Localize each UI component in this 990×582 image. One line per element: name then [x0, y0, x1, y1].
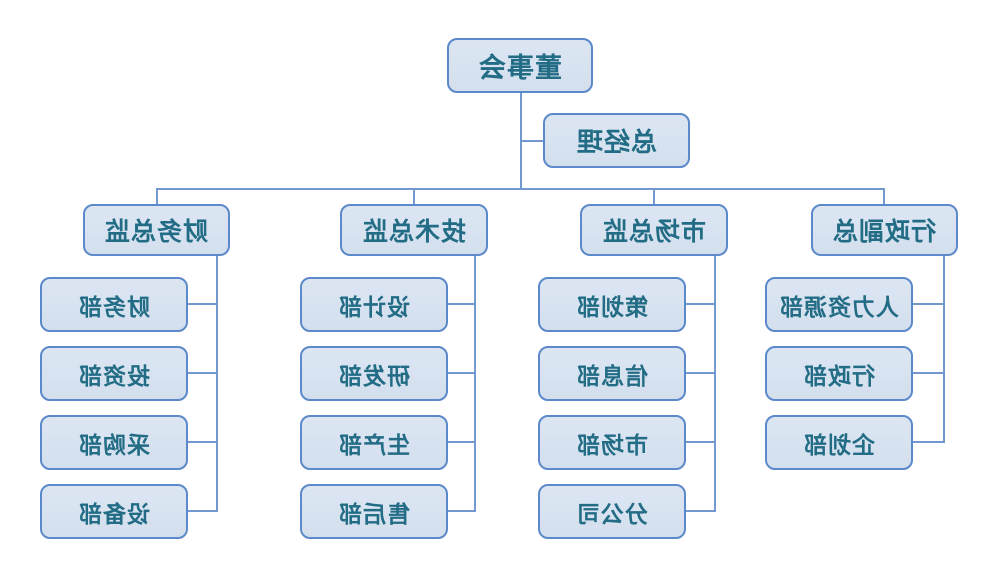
node-label: 设备部 [78, 501, 150, 528]
dept-node[interactable]: 企划部 [765, 415, 913, 470]
connector-column-vertical [714, 256, 716, 512]
node-label: 人力资源部 [779, 294, 899, 321]
node-label: 市场总监 [601, 217, 706, 246]
node-label: 分公司 [576, 501, 648, 528]
connector-dept-stub [448, 372, 474, 374]
dept-node[interactable]: 投资部 [40, 346, 188, 401]
node-general-manager[interactable]: 总经理 [543, 113, 690, 168]
node-label: 研发部 [338, 363, 410, 390]
node-label: 企划部 [803, 432, 875, 459]
node-label: 售后部 [338, 501, 410, 528]
node-finance-director[interactable]: 财务总监 [83, 204, 230, 256]
node-label: 设计部 [338, 294, 410, 321]
dept-node[interactable]: 售后部 [300, 484, 448, 539]
connector-manager-stub [520, 140, 544, 142]
dept-node[interactable]: 研发部 [300, 346, 448, 401]
connector-main-horizontal [156, 188, 885, 190]
dept-node[interactable]: 策划部 [538, 277, 686, 332]
connector-dept-stub [913, 441, 943, 443]
node-label: 市场部 [576, 432, 648, 459]
node-label: 财务总监 [104, 217, 209, 246]
dept-node[interactable]: 信息部 [538, 346, 686, 401]
dept-node[interactable]: 财务部 [40, 277, 188, 332]
connector-column-vertical [216, 256, 218, 512]
node-label: 行政副总 [832, 217, 937, 246]
connector-dept-stub [913, 372, 943, 374]
node-label: 技术总监 [361, 217, 466, 246]
dept-node[interactable]: 人力资源部 [765, 277, 913, 332]
node-label: 总经理 [575, 128, 657, 158]
node-label: 策划部 [576, 294, 648, 321]
node-admin-deputy-general[interactable]: 行政副总 [811, 204, 958, 256]
dept-node[interactable]: 采购部 [40, 415, 188, 470]
node-label: 行政部 [803, 363, 875, 390]
connector-dept-stub [188, 372, 216, 374]
connector-dept-stub [686, 510, 714, 512]
node-label: 董事会 [478, 53, 562, 84]
connector-branch-stub [653, 188, 655, 205]
connector-dept-stub [686, 372, 714, 374]
node-label: 信息部 [576, 363, 648, 390]
dept-node[interactable]: 行政部 [765, 346, 913, 401]
node-label: 生产部 [338, 432, 410, 459]
node-board-of-directors[interactable]: 董事会 [447, 38, 593, 93]
connector-dept-stub [188, 303, 216, 305]
node-label: 投资部 [78, 363, 150, 390]
connector-dept-stub [448, 510, 474, 512]
connector-dept-stub [188, 510, 216, 512]
node-label: 采购部 [78, 432, 150, 459]
connector-column-vertical [943, 256, 945, 443]
connector-column-vertical [474, 256, 476, 512]
dept-node[interactable]: 生产部 [300, 415, 448, 470]
node-marketing-director[interactable]: 市场总监 [580, 204, 728, 256]
connector-dept-stub [913, 303, 943, 305]
dept-node[interactable]: 分公司 [538, 484, 686, 539]
connector-dept-stub [448, 303, 474, 305]
dept-node[interactable]: 市场部 [538, 415, 686, 470]
dept-node[interactable]: 设备部 [40, 484, 188, 539]
connector-branch-stub [883, 188, 885, 205]
node-label: 财务部 [78, 294, 150, 321]
dept-node[interactable]: 设计部 [300, 277, 448, 332]
connector-dept-stub [188, 441, 216, 443]
node-technical-director[interactable]: 技术总监 [340, 204, 488, 256]
connector-branch-stub [413, 188, 415, 205]
connector-branch-stub [156, 188, 158, 205]
connector-dept-stub [686, 441, 714, 443]
connector-dept-stub [448, 441, 474, 443]
connector-dept-stub [686, 303, 714, 305]
